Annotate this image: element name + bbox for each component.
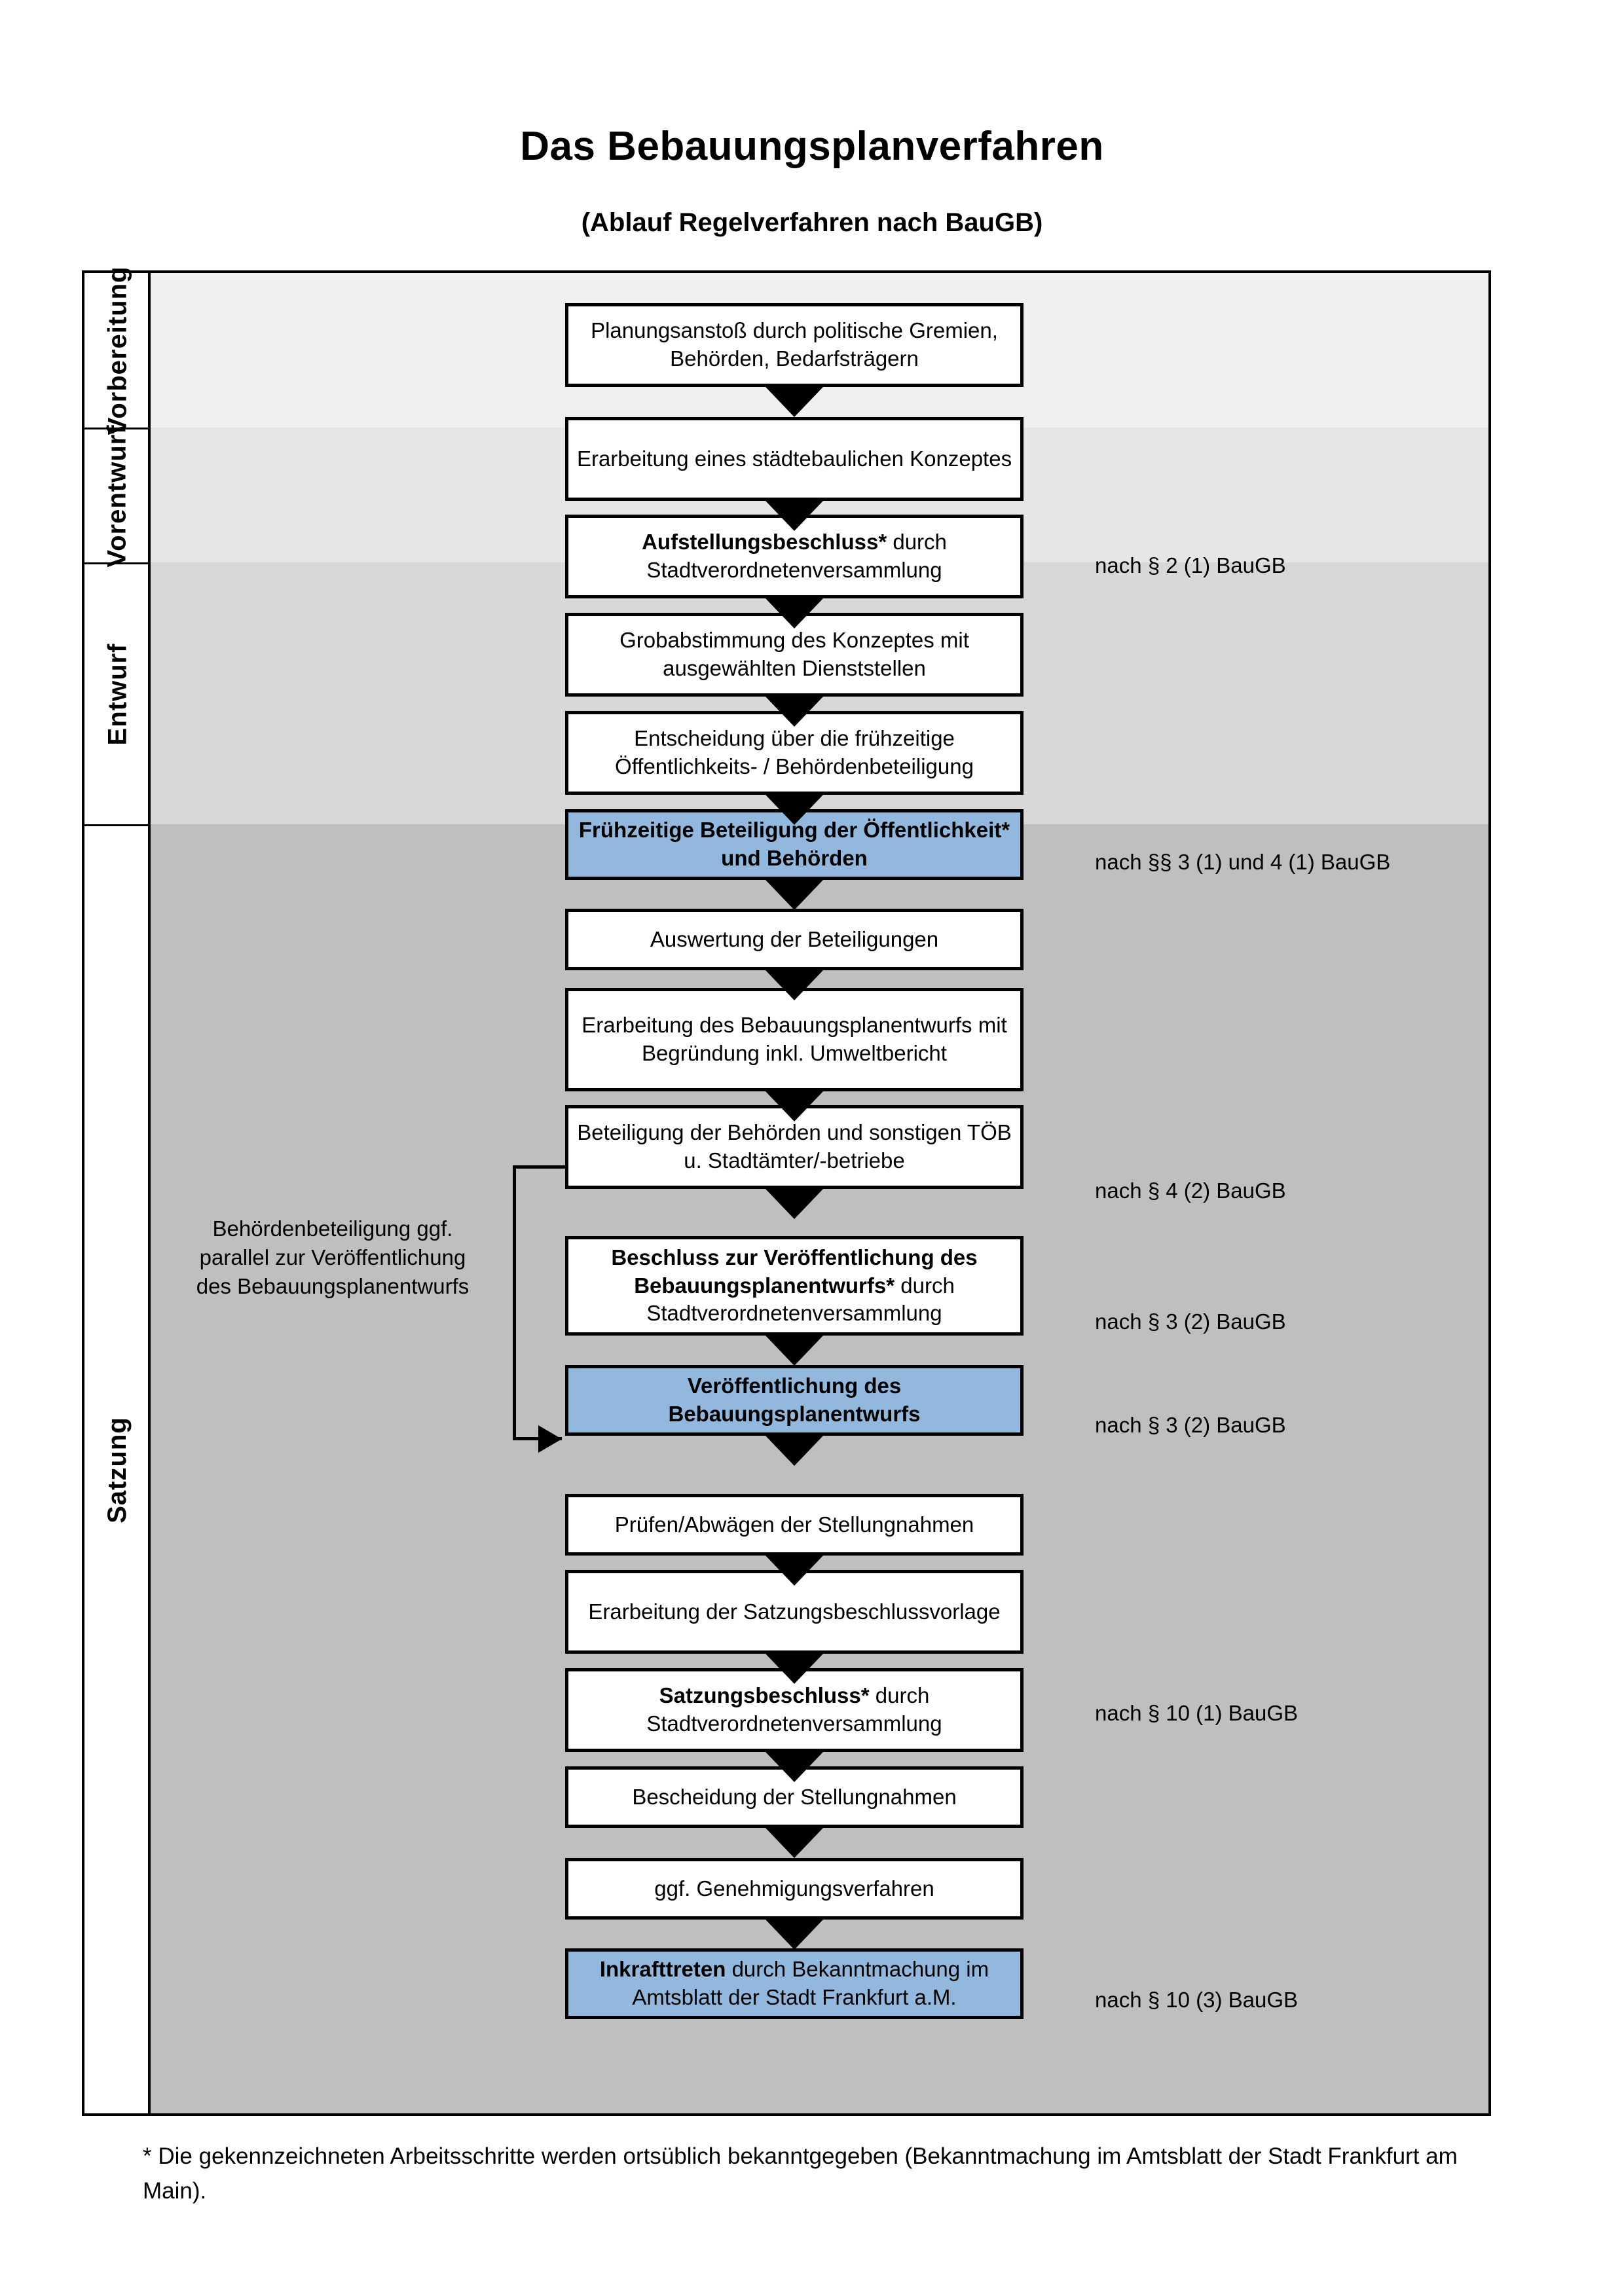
arrow-down-3 — [766, 598, 823, 629]
process-box-aufstellungsbeschluss[interactable]: Aufstellungsbeschluss* durch Stadtverord… — [565, 515, 1024, 598]
connector-line-bottom — [513, 1437, 562, 1440]
step-text-15: ggf. Genehmigungsverfahren — [654, 1876, 934, 1901]
phase-divider-2 — [84, 562, 151, 564]
step-text-13: durch Stadtverordnetenversammlung — [646, 1683, 942, 1736]
step-text-9: durch Stadtverordnetenversammlung — [646, 1273, 955, 1326]
legal-ref-10-1: nach § 10 (1) BauGB — [1095, 1701, 1299, 1725]
step-text-1: Erarbeitung eines städtebaulichen Konzep… — [576, 446, 1012, 471]
connector-arrow-head — [538, 1425, 562, 1453]
arrow-down-11 — [766, 1436, 823, 1466]
arrow-down-5 — [766, 795, 823, 825]
legal-ref-4-2: nach § 4 (2) BauGB — [1095, 1178, 1286, 1203]
step-text-4: Entscheidung über die frühzeitige Öffent… — [615, 726, 974, 778]
flowchart-frame: Vorbereitung Vorentwurf Entwurf Satzung — [82, 266, 1491, 2116]
arrow-down-7 — [766, 970, 823, 1000]
arrow-down-16 — [766, 1920, 823, 1950]
phase-cell-entwurf: Entwurf — [84, 564, 151, 824]
phase-column: Vorbereitung Vorentwurf Entwurf Satzung — [84, 266, 151, 2113]
phase-cell-vorbereitung: Vorbereitung — [84, 266, 151, 435]
step-text-6: Auswertung der Beteiligungen — [650, 926, 939, 951]
step-text-0: Planungsanstoß durch politische Gremien,… — [591, 318, 998, 371]
step-text-2: durch Stadtverordnetenversammlung — [646, 530, 947, 582]
step-text-8: Beteiligung der Behörden und sonstigen T… — [577, 1120, 1012, 1173]
step-bold-9: Beschluss zur Veröffentlichung des Bebau… — [611, 1245, 978, 1298]
phase-cell-vorentwurf: Vorentwurf — [84, 424, 151, 567]
connector-line-vertical — [513, 1165, 516, 1440]
process-box-beschluss-veroeffentlichung[interactable]: Beschluss zur Veröffentlichung des Bebau… — [565, 1236, 1024, 1336]
legal-ref-2-1: nach § 2 (1) BauGB — [1095, 553, 1286, 577]
process-box-genehmigungsverfahren[interactable]: ggf. Genehmigungsverfahren — [565, 1858, 1024, 1920]
footnote: * Die gekennzeichneten Arbeitsschritte w… — [143, 2143, 1458, 2204]
step-text-16: durch Bekanntmachung im Amtsblatt der St… — [632, 1957, 989, 2009]
step-bold-13: Satzungsbeschluss* — [659, 1683, 870, 1708]
page-title: Das Bebauungsplanverfahren — [520, 124, 1104, 169]
step-text-14: Bescheidung der Stellungnahmen — [632, 1784, 957, 1809]
page-subtitle: (Ablauf Regelverfahren nach BauGB) — [581, 208, 1043, 237]
arrow-down-13 — [766, 1654, 823, 1684]
legal-ref-3-2-a: nach § 3 (2) BauGB — [1095, 1309, 1286, 1334]
arrow-down-2 — [766, 501, 823, 531]
arrow-down-15 — [766, 1828, 823, 1858]
process-box-erarbeitung-entwurf[interactable]: Erarbeitung des Bebauungsplanentwurfs mi… — [565, 988, 1024, 1091]
arrow-down-4 — [766, 697, 823, 727]
arrow-down-9 — [766, 1189, 823, 1219]
step-text-7: Erarbeitung des Bebauungsplanentwurfs mi… — [581, 1013, 1007, 1065]
step-text-11: Prüfen/Abwägen der Stellungnahmen — [614, 1512, 974, 1537]
step-bold-5: Frühzeitige Beteiligung der Öffentlichke… — [578, 818, 1010, 870]
process-box-pruefen-abwaegen[interactable]: Prüfen/Abwägen der Stellungnahmen — [565, 1494, 1024, 1556]
process-box-konzept[interactable]: Erarbeitung eines städtebaulichen Konzep… — [565, 417, 1024, 501]
phase-label-entwurf: Entwurf — [103, 643, 132, 746]
phase-label-satzung: Satzung — [103, 1416, 132, 1523]
connector-line-top — [513, 1165, 566, 1169]
legal-ref-3-1-4-1: nach §§ 3 (1) und 4 (1) BauGB — [1095, 850, 1391, 874]
step-bold-2: Aufstellungsbeschluss* — [642, 530, 887, 555]
arrow-down-10 — [766, 1336, 823, 1366]
phase-label-vorbereitung: Vorbereitung — [103, 266, 132, 435]
phase-label-vorentwurf: Vorentwurf — [103, 424, 132, 568]
step-bold-10: Veröffentlichung des Bebauungsplanentwur… — [668, 1374, 921, 1426]
process-box-inkrafttreten[interactable]: Inkrafttreten durch Bekanntmachung im Am… — [565, 1948, 1024, 2019]
phase-cell-satzung: Satzung — [84, 826, 151, 2113]
phase-divider-3 — [84, 824, 151, 826]
process-box-entscheidung-fruehzeitig[interactable]: Entscheidung über die frühzeitige Öffent… — [565, 711, 1024, 795]
process-box-veroeffentlichung[interactable]: Veröffentlichung des Bebauungsplanentwur… — [565, 1365, 1024, 1436]
process-box-auswertung[interactable]: Auswertung der Beteiligungen — [565, 909, 1024, 970]
step-text-12: Erarbeitung der Satzungsbeschlussvorlage — [588, 1599, 1001, 1624]
arrow-down-8 — [766, 1091, 823, 1121]
arrow-down-12 — [766, 1556, 823, 1586]
legal-ref-3-2-b: nach § 3 (2) BauGB — [1095, 1413, 1286, 1437]
side-note-behoerdenbeteiligung: Behördenbeteiligung ggf. parallel zur Ve… — [196, 1216, 470, 1299]
step-bold-16: Inkrafttreten — [599, 1957, 726, 1982]
arrow-down-6 — [766, 880, 823, 910]
phase-divider-1 — [84, 428, 151, 429]
step-text-3: Grobabstimmung des Konzeptes mit ausgewä… — [619, 628, 969, 680]
process-box-planungsanstoss[interactable]: Planungsanstoß durch politische Gremien,… — [565, 303, 1024, 387]
arrow-down-1 — [766, 387, 823, 417]
arrow-down-14 — [766, 1752, 823, 1782]
process-box-fruehzeitige-beteiligung[interactable]: Frühzeitige Beteiligung der Öffentlichke… — [565, 809, 1024, 880]
legal-ref-10-3: nach § 10 (3) BauGB — [1095, 1988, 1299, 2012]
